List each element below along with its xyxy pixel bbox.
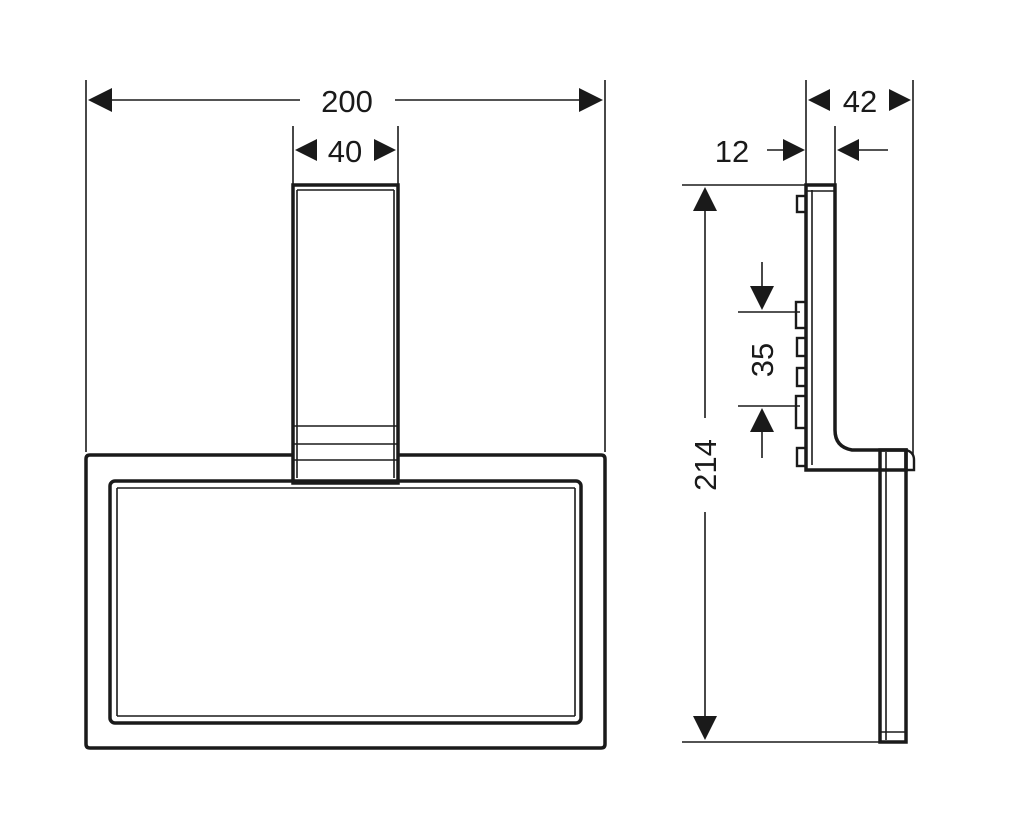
- side-ring-cap: [905, 448, 916, 472]
- arrowhead-200-left: [88, 88, 112, 112]
- arm-outline: [291, 183, 400, 485]
- side-profile-outline: [804, 183, 908, 472]
- mount-clip-upper: [794, 300, 808, 330]
- arrowhead-35-bottom: [750, 408, 774, 432]
- dimension-label-200: 200: [321, 84, 373, 119]
- mount-clip-middle: [795, 336, 808, 358]
- dimension-label-35: 35: [745, 343, 780, 377]
- arrowhead-12-left: [783, 139, 805, 161]
- dimension-label-12: 12: [715, 134, 749, 169]
- arrowhead-35-top: [750, 286, 774, 310]
- dimension-label-214: 214: [688, 439, 723, 491]
- arrowhead-40-left: [295, 139, 317, 161]
- mount-clip-bottom: [795, 446, 808, 468]
- ring-inner-opening: [108, 479, 583, 725]
- arrowhead-200-right: [579, 88, 603, 112]
- arrowhead-12-right: [837, 139, 859, 161]
- front-view: 200 40: [84, 80, 607, 750]
- arrowhead-40-right: [374, 139, 396, 161]
- mount-clip-base: [794, 394, 808, 430]
- mount-clip-lower: [795, 366, 808, 388]
- arrowhead-214-bottom: [693, 716, 717, 740]
- side-view: 42 12 214 35: [682, 80, 916, 744]
- dimension-label-42: 42: [843, 84, 877, 119]
- dimension-label-40: 40: [328, 134, 362, 169]
- side-ring-bar: [878, 448, 908, 744]
- arrowhead-214-top: [693, 187, 717, 211]
- arrowhead-42-left: [808, 89, 830, 111]
- mount-clip-top: [795, 194, 808, 214]
- ring-outer-frame: [84, 453, 607, 750]
- arrowhead-42-right: [889, 89, 911, 111]
